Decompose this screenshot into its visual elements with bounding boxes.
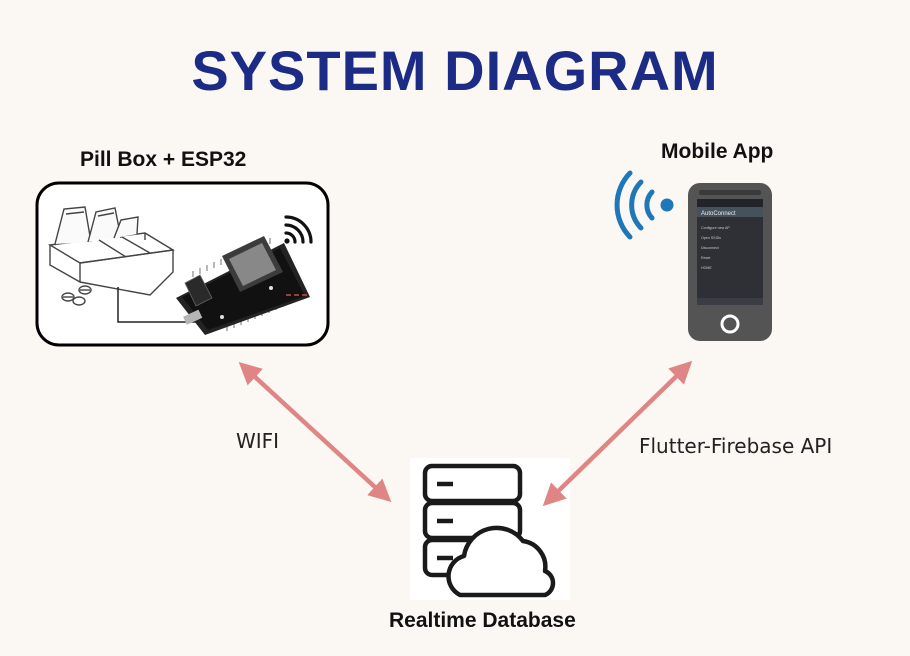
pillbox-sketch xyxy=(47,206,176,306)
phone-header-text: AutoConnect xyxy=(701,211,736,217)
realtime-database-node xyxy=(410,458,570,600)
phone-menu-item[interactable]: Configure new AP xyxy=(701,226,730,230)
api-edge-label: Flutter-Firebase API xyxy=(639,434,833,458)
api-connection-arrow xyxy=(542,360,693,507)
diagram-title: SYSTEM DIAGRAM xyxy=(191,39,719,102)
phone-menu-item[interactable]: Disconnect xyxy=(701,246,719,250)
phone-app-header xyxy=(697,207,763,217)
mobile-app-node: AutoConnect Configure new AP Open SSIDs … xyxy=(614,170,772,341)
wifi-edge-label: WIFI xyxy=(236,429,280,453)
wifi-connection-arrow xyxy=(238,361,392,503)
database-label: Realtime Database xyxy=(389,609,576,632)
phone-home-button[interactable] xyxy=(720,314,740,334)
pillbox-label: Pill Box + ESP32 xyxy=(80,148,247,171)
phone-bottom-bar xyxy=(697,298,763,305)
phone-menu-item[interactable]: Reset xyxy=(701,256,710,260)
cloud-icon xyxy=(446,525,556,598)
mobile-app-label: Mobile App xyxy=(661,140,774,163)
phone-speaker xyxy=(699,190,761,195)
phone-menu-item[interactable]: Open SSIDs xyxy=(701,236,721,240)
mobile-wifi-icon xyxy=(614,170,674,240)
pillbox-esp32-node xyxy=(35,181,330,347)
phone-status-bar xyxy=(697,199,763,207)
phone-menu-item[interactable]: HOME xyxy=(701,266,712,270)
connection-wire xyxy=(117,287,215,323)
esp32-board xyxy=(176,236,310,335)
esp32-wifi-icon xyxy=(284,215,313,244)
